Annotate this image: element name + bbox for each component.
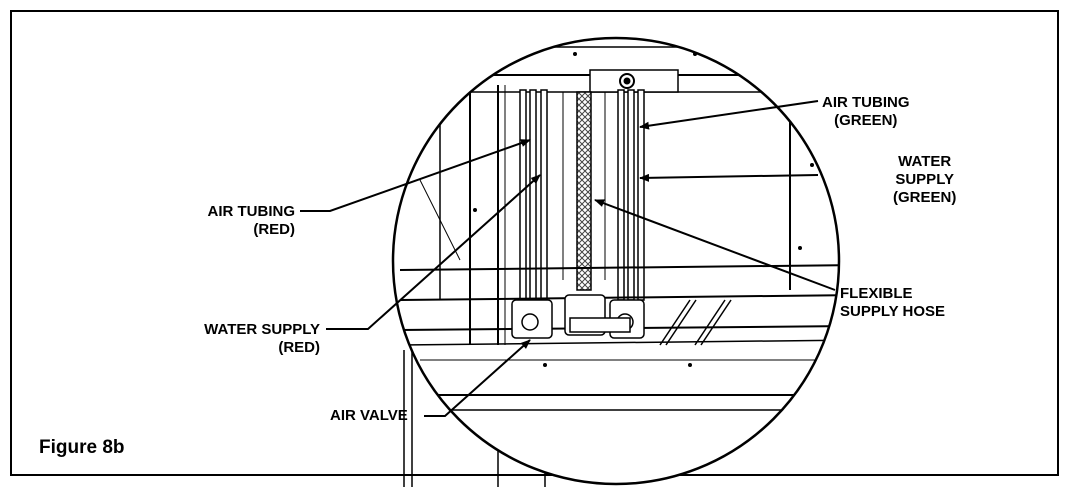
label-water-supply-green: WATER SUPPLY (GREEN) [893,153,957,206]
magnifier-circle [391,36,841,486]
figure-caption: Figure 8b [39,437,125,458]
label-flexible-supply-hose: FLEXIBLE SUPPLY HOSE [840,285,946,320]
leader-water-supply-green [639,173,819,182]
label-air-tubing-red: AIR TUBING (RED) [207,203,296,238]
leader-flexible-supply-hose [594,199,836,291]
magnified-detail [393,38,839,484]
leader-air-valve [424,339,531,417]
label-air-valve: AIR VALVE [330,407,408,424]
label-water-supply-red: WATER SUPPLY (RED) [204,321,320,356]
label-air-tubing-green: AIR TUBING (GREEN) [822,94,910,129]
leader-air-tubing-red [300,139,531,212]
leader-air-tubing-green [639,100,819,130]
leader-water-supply-red [326,174,541,330]
